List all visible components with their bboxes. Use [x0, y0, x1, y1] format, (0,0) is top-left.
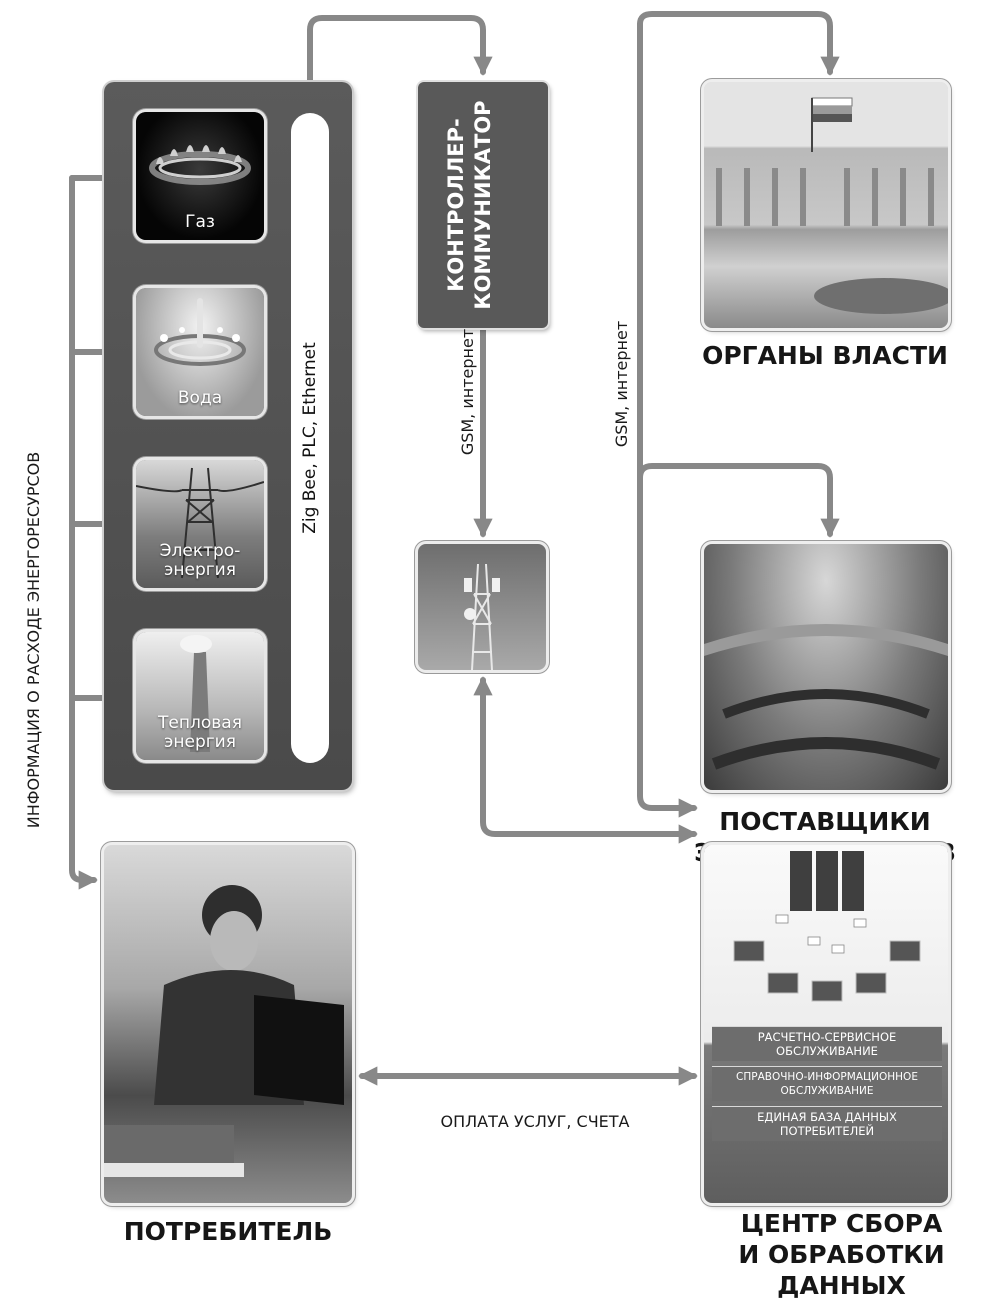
- data-center-heading: ЦЕНТР СБОРА И ОБРАБОТКИ ДАННЫХ: [738, 1209, 945, 1300]
- data-center-panel: [704, 845, 948, 1203]
- gsm-link-label-2: GSM, интернет: [612, 320, 631, 448]
- authorities-heading: ОРГАНЫ ВЛАСТИ: [702, 341, 948, 370]
- controller-communicator-label: КОНТРОЛЛЕР- КОММУНИКАТОР: [444, 100, 495, 310]
- cell-tower-icon: [464, 563, 500, 670]
- consumption-info-label: ИНФОРМАЦИЯ О РАСХОДЕ ЭНЕРГОРЕСУРСОВ: [24, 451, 43, 829]
- electricity-label: Электро- энергия: [159, 541, 241, 580]
- water-label: Вода: [177, 388, 223, 408]
- to-suppliers-arrow: [637, 463, 840, 538]
- bus-label: Zig Bee, PLC, Ethernet: [300, 342, 320, 534]
- water-splash-icon: [154, 298, 246, 366]
- service-information: СПРАВОЧНО-ИНФОРМАЦИОННОЕ ОБСЛУЖИВАНИЕ: [712, 1066, 942, 1101]
- heat-label: Тепловая энергия: [158, 713, 242, 752]
- payment-label: ОПЛАТА УСЛУГ, СЧЕТА: [440, 1112, 630, 1131]
- tower-datacenter-arrow: [473, 676, 698, 844]
- gsm-link-label-1: GSM, интернет: [458, 328, 477, 456]
- network-trunk: [637, 21, 698, 818]
- gas-label: Газ: [185, 212, 215, 232]
- cell-tower-image: [418, 544, 546, 670]
- supplier-control-room-photo: [704, 544, 948, 790]
- electricity-tile: Электро- энергия: [136, 460, 264, 588]
- service-settlement: РАСЧЕТНО-СЕРВИСНОЕ ОБСЛУЖИВАНИЕ: [712, 1026, 942, 1061]
- controller-communicator-box: [418, 82, 548, 328]
- service-database: ЕДИНАЯ БАЗА ДАННЫХ ПОТРЕБИТЕЛЕЙ: [712, 1106, 942, 1141]
- water-tile: Вода: [136, 288, 264, 416]
- communication-bus: [291, 113, 329, 763]
- bus-to-controller-arrow: [307, 15, 493, 116]
- to-authorities-arrow: [637, 11, 840, 76]
- government-building-photo: [704, 82, 948, 328]
- power-pylon-icon: [136, 467, 264, 579]
- person-with-laptop-icon: [104, 885, 344, 1177]
- consumer-heading: ПОТРЕБИТЕЛЬ: [123, 1217, 333, 1246]
- building-icon: [716, 97, 948, 314]
- consumer-photo: [104, 845, 352, 1203]
- gas-tile: Газ: [136, 112, 264, 240]
- consumption-info-arrow: [69, 175, 98, 890]
- server-network-icon: [733, 851, 921, 1002]
- chimney-icon: [180, 635, 212, 752]
- heat-tile: Тепловая энергия: [136, 632, 264, 760]
- gas-flame-icon: [149, 145, 251, 185]
- control-room-icon: [704, 624, 948, 770]
